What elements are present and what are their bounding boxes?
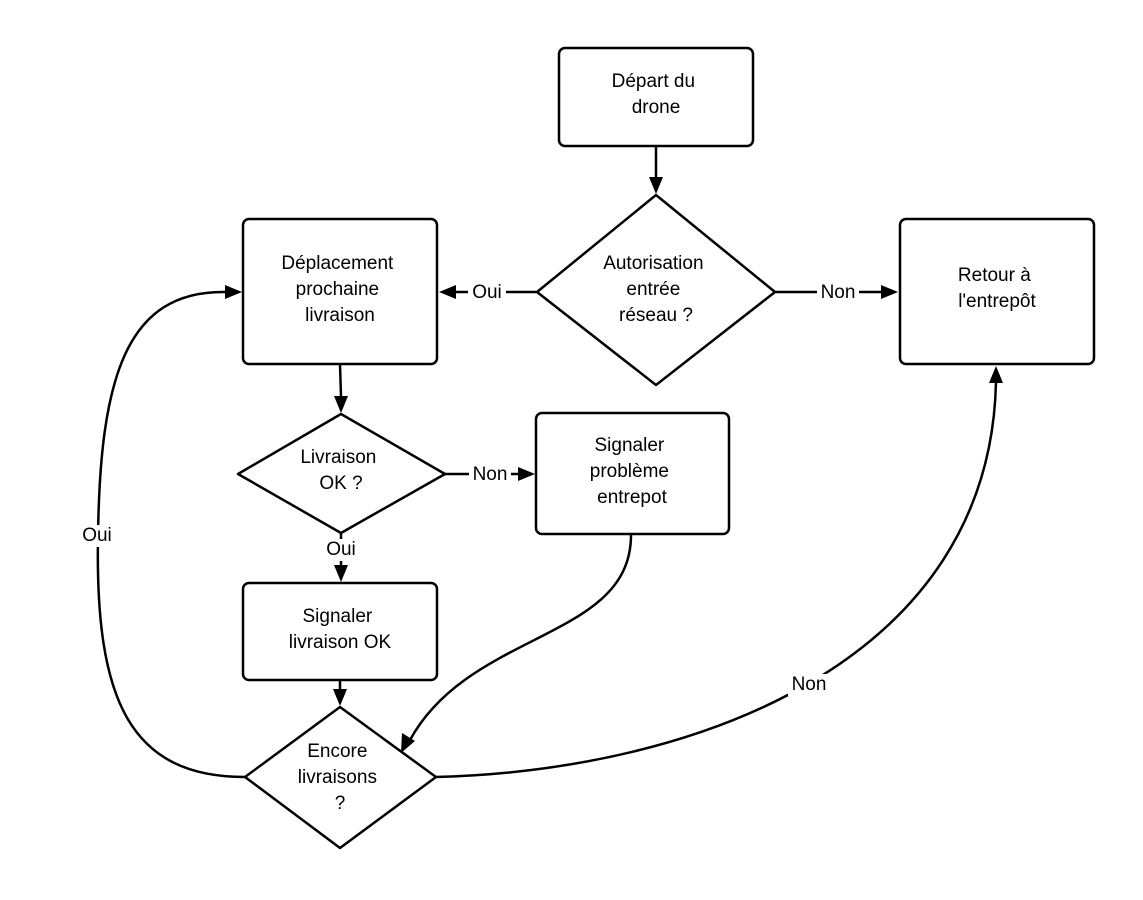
node-depart-line-2: drone <box>632 97 681 118</box>
node-encore-line-3: ? <box>335 793 346 814</box>
edge-label-auth-non: Non <box>817 282 859 304</box>
node-retour-line-1: Retour à <box>958 265 1031 286</box>
arrowhead-signaler-livraison-to-encore <box>333 689 347 706</box>
node-depart-label: Départ du drone <box>612 71 701 118</box>
edge-label-encore-oui: Oui <box>78 525 116 547</box>
node-retour: Retour à l'entrepôt <box>898 217 1096 366</box>
node-depart: Départ du drone <box>557 46 755 148</box>
node-autorisation-line-3: réseau ? <box>619 305 693 326</box>
edge-deplacement-to-livraison-ok <box>338 363 343 398</box>
node-encore-label: Encore livraisons ? <box>298 741 382 814</box>
node-encore: Encore livraisons ? <box>243 705 438 850</box>
edge-label-encore-non-text: Non <box>792 674 827 695</box>
node-signaler-livraison-line-2: livraison OK <box>289 632 392 653</box>
edge-label-livraison-oui-text: Oui <box>326 539 356 560</box>
node-encore-line-2: livraisons <box>298 767 377 788</box>
node-signaler-probleme-line-1: Signaler <box>595 435 665 456</box>
edge-encore-to-deplacement <box>96 290 246 779</box>
node-signaler-probleme: Signaler problème entrepot <box>534 411 731 536</box>
node-retour-label: Retour à l'entrepôt <box>958 265 1037 312</box>
arrowhead-livraison-ok-to-signaler-probleme <box>518 467 535 481</box>
edge-label-livraison-non: Non <box>469 464 511 486</box>
node-livraison-ok-line-1: Livraison <box>300 447 376 468</box>
node-livraison-ok: Livraison OK ? <box>236 412 447 535</box>
node-signaler-probleme-label: Signaler problème entrepot <box>590 435 675 508</box>
arrowhead-encore-to-retour <box>989 366 1003 383</box>
arrowhead-depart-to-autorisation <box>649 177 663 194</box>
arrowhead-livraison-ok-to-signaler-livraison <box>334 565 348 582</box>
node-autorisation-line-2: entrée <box>626 279 680 300</box>
edge-label-livraison-non-text: Non <box>473 464 508 485</box>
edge-labels: Oui Non Non Oui Oui Non <box>78 282 859 696</box>
edge-label-auth-oui-text: Oui <box>472 282 502 303</box>
node-deplacement-line-2: prochaine <box>296 279 379 300</box>
arrowhead-signaler-probleme-to-encore <box>401 733 415 753</box>
node-signaler-livraison-label: Signaler livraison OK <box>289 606 392 653</box>
node-encore-line-1: Encore <box>307 741 367 762</box>
node-signaler-probleme-line-2: problème <box>590 461 669 482</box>
arrowhead-encore-to-deplacement <box>225 285 242 299</box>
node-depart-line-1: Départ du <box>612 71 695 92</box>
edge-label-encore-oui-text: Oui <box>82 525 112 546</box>
node-signaler-livraison-line-1: Signaler <box>303 606 373 627</box>
arrowhead-autorisation-to-deplacement <box>439 285 456 299</box>
node-deplacement-line-3: livraison <box>305 305 375 326</box>
edge-label-auth-non-text: Non <box>821 282 856 303</box>
node-livraison-ok-line-2: OK ? <box>319 473 362 494</box>
node-signaler-livraison: Signaler livraison OK <box>241 581 439 682</box>
node-autorisation-label: Autorisation entrée réseau ? <box>603 253 709 326</box>
edge-label-livraison-oui: Oui <box>322 539 360 561</box>
node-deplacement: Déplacement prochaine livraison <box>241 217 439 366</box>
node-retour-line-2: l'entrepôt <box>958 291 1036 312</box>
node-deplacement-line-1: Déplacement <box>281 253 394 274</box>
node-deplacement-label: Déplacement prochaine livraison <box>281 253 398 326</box>
node-livraison-ok-label: Livraison OK ? <box>300 447 381 494</box>
arrowhead-autorisation-to-retour <box>881 285 898 299</box>
node-signaler-probleme-line-3: entrepot <box>597 487 667 508</box>
node-autorisation: Autorisation entrée réseau ? <box>535 193 777 387</box>
arrowhead-deplacement-to-livraison-ok <box>334 396 348 413</box>
node-autorisation-line-1: Autorisation <box>603 253 703 274</box>
edge-signaler-probleme-to-encore <box>408 534 633 741</box>
edge-label-auth-oui: Oui <box>468 282 506 304</box>
edge-label-encore-non: Non <box>788 674 830 696</box>
